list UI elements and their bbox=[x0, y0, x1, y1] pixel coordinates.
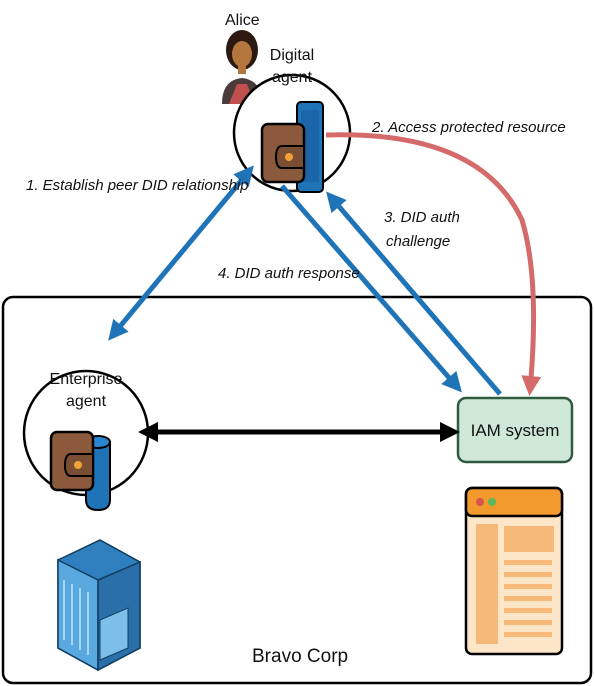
wallet-icon bbox=[49, 430, 95, 492]
iam-system-label: IAM system bbox=[471, 421, 560, 440]
enterprise-agent-label-line1: Enterprise bbox=[50, 371, 123, 388]
digital-agent-label-line1: Digital bbox=[270, 47, 314, 64]
alice-label: Alice bbox=[225, 12, 260, 29]
digital-agent-label-line2: agent bbox=[272, 69, 313, 86]
wallet-icon bbox=[260, 122, 306, 184]
step1-arrow bbox=[108, 165, 254, 341]
step1-label: 1. Establish peer DID relationship bbox=[26, 177, 249, 194]
step4-label: 4. DID auth response bbox=[218, 265, 360, 282]
step3-label-line1: 3. DID auth bbox=[384, 209, 460, 226]
step3-arrow bbox=[326, 191, 502, 396]
building-icon bbox=[57, 539, 141, 672]
step4-arrow bbox=[280, 184, 462, 393]
bravo-corp-label: Bravo Corp bbox=[252, 646, 348, 667]
step3-label-line2: challenge bbox=[386, 233, 450, 250]
enterprise-agent-label-line2: agent bbox=[66, 393, 107, 410]
step2-label: 2. Access protected resource bbox=[371, 119, 566, 136]
step2-arrow bbox=[325, 132, 542, 396]
bravo-corp-container bbox=[1, 295, 593, 685]
browser-window-icon bbox=[464, 486, 564, 656]
